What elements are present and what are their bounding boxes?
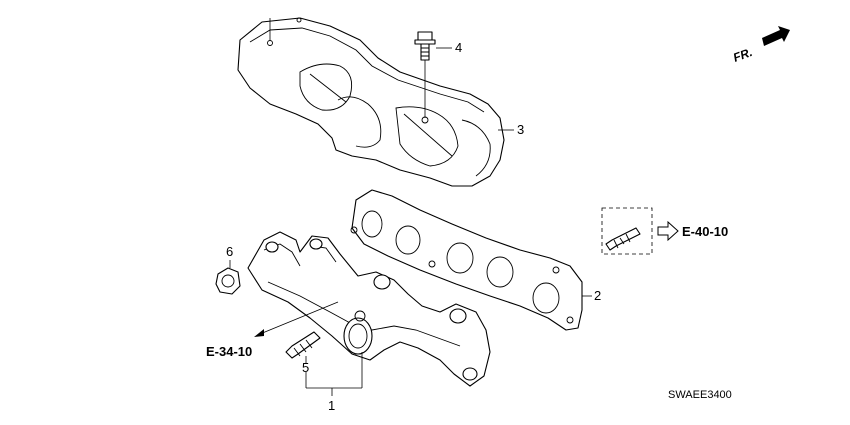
stud-part-5 xyxy=(285,331,321,359)
reference-arrow-left-icon xyxy=(254,301,339,337)
leader-lines xyxy=(229,18,592,396)
gasket-part-2 xyxy=(350,189,583,331)
front-direction-label: FR. xyxy=(731,45,754,65)
exhaust-manifold-part-1 xyxy=(247,231,491,387)
reference-arrow-icon xyxy=(657,220,679,242)
callout-3: 3 xyxy=(517,122,524,137)
callout-6: 6 xyxy=(226,244,233,259)
front-direction-arrow-icon xyxy=(762,26,790,46)
callout-5: 5 xyxy=(302,360,309,375)
nut-part-6 xyxy=(215,267,241,295)
bolt-part-4 xyxy=(414,31,436,61)
diagram-code: SWAEE3400 xyxy=(668,389,732,401)
callout-1: 1 xyxy=(328,398,335,413)
reference-e-40-10: E-40-10 xyxy=(682,224,728,239)
reference-e-34-10: E-34-10 xyxy=(206,344,252,359)
heat-shield-part-3 xyxy=(237,17,505,187)
callout-2: 2 xyxy=(594,288,601,303)
stud-reference-box xyxy=(601,207,653,255)
callout-4: 4 xyxy=(455,40,462,55)
